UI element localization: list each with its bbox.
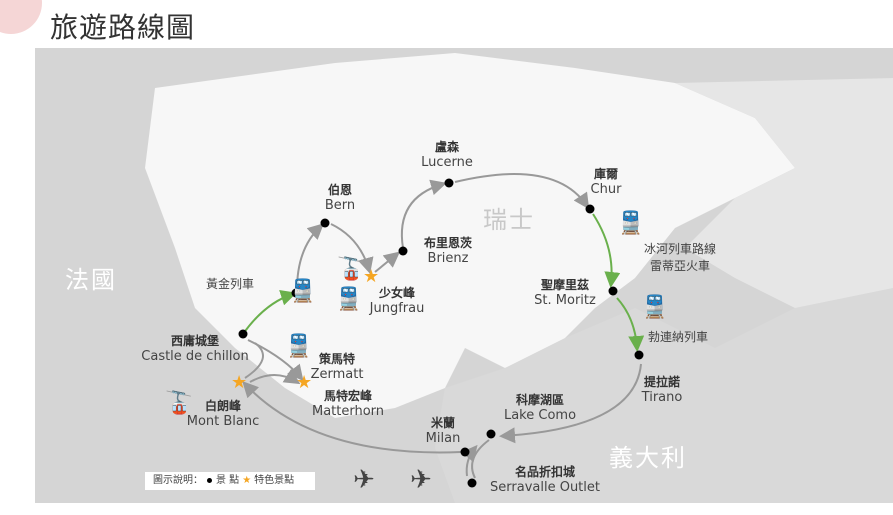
- svg-text:★: ★: [363, 266, 379, 287]
- label-rhaetian-railway: 雷蒂亞火車: [649, 259, 711, 273]
- italy-land: [435, 288, 893, 503]
- svg-text:🚡: 🚡: [337, 256, 364, 282]
- svg-text:🚆: 🚆: [617, 210, 644, 236]
- route-jungfrau-brienz: [374, 251, 401, 273]
- route-golden-bern: [296, 223, 324, 291]
- svg-text:★: ★: [231, 372, 247, 393]
- route-montblanc-zermatt: [249, 368, 301, 385]
- svg-text:★: ★: [296, 372, 312, 393]
- route-montblanc-castle: [244, 342, 264, 379]
- featured-stars: ★ ★ ★: [231, 266, 379, 393]
- label-bernina-express: 勃連納列車: [647, 330, 709, 344]
- country-france: 法國: [65, 266, 117, 294]
- page-title: 旅遊路線圖: [50, 11, 196, 44]
- switzerland-land: [145, 53, 795, 418]
- svg-text:🚡: 🚡: [165, 390, 192, 416]
- svg-text:🚆: 🚆: [641, 294, 668, 320]
- route-castle-golden: [242, 290, 297, 335]
- decor-circle: [0, 0, 42, 34]
- route-stmoritz-tirano: [616, 297, 645, 352]
- svg-text:🚆: 🚆: [335, 286, 362, 312]
- austria-land: [675, 78, 893, 308]
- map-legend: 圖示說明：景 點★特色景點: [145, 472, 315, 490]
- route-brienz-lucerne: [400, 179, 447, 249]
- spot-dot-icon: [207, 478, 212, 483]
- route-bern-jungfrau: [330, 223, 374, 274]
- route-lucerne-chur: [454, 173, 590, 210]
- star-icon: ★: [242, 475, 252, 486]
- route-milan-montblanc: [242, 381, 462, 454]
- route-tirano-como: [499, 363, 642, 444]
- spot-dots: [238, 178, 644, 488]
- svg-text:✈: ✈: [410, 465, 432, 495]
- label-glacier-express: 冰河列車路線: [643, 242, 717, 256]
- route-outlet-milan: [461, 444, 478, 477]
- country-switzerland: 瑞士: [483, 206, 535, 234]
- svg-text:🚆: 🚆: [285, 333, 312, 359]
- map-graphics: ★ ★ ★ 🚆 🚆 🚆 🚆 🚆 🚡 🚡 ✈ ✈: [145, 53, 893, 503]
- route-chur-stmoritz: [592, 213, 621, 288]
- label-golden-train: 黃金列車: [205, 277, 255, 291]
- svg-text:✈: ✈: [353, 465, 375, 495]
- svg-text:🚆: 🚆: [289, 278, 316, 304]
- country-italy: 義大利: [609, 444, 687, 472]
- transport-icons: 🚆 🚆 🚆 🚆 🚆 🚡 🚡 ✈ ✈: [165, 210, 668, 495]
